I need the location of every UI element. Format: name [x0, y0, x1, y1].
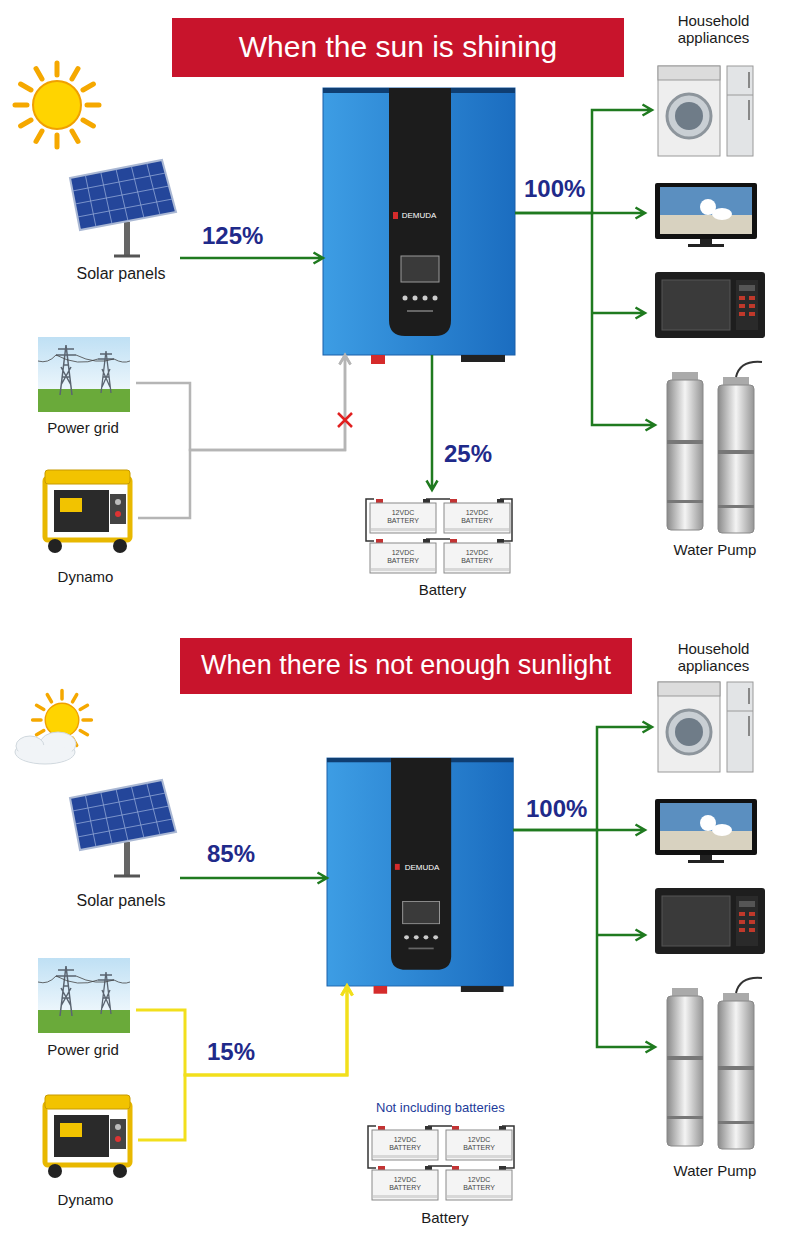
note-text: Not including batteries: [376, 1100, 536, 1116]
battery-cell-label: 12VDC BATTERY: [387, 1176, 423, 1192]
power-grid: Power grid: [30, 955, 136, 1060]
inverter: DEMUDA: [327, 758, 513, 986]
solar-panel-icon: [70, 160, 176, 256]
connector-arrow: [138, 986, 353, 1140]
sun-icon: [15, 63, 99, 147]
title-banner: When the sun is shining: [172, 18, 624, 77]
percent-label: 85%: [205, 840, 257, 868]
battery-bank-label: Battery: [421, 1209, 469, 1226]
sun-cloud-icon: [15, 691, 91, 764]
generator-icon: [45, 1095, 130, 1178]
percent-label: 100%: [522, 175, 587, 203]
inverter-body: [323, 88, 515, 364]
percent-label: 100%: [524, 795, 589, 823]
percent-label: 25%: [442, 440, 494, 468]
connector-arrow: [515, 105, 652, 214]
title-banner: When there is not enough sunlight: [180, 638, 632, 694]
solar-panel: Solar panels: [62, 155, 180, 285]
battery-cell-label: 12VDC BATTERY: [385, 549, 421, 565]
inverter-label: DEMUDA: [386, 863, 458, 872]
water-pump: Water Pump: [655, 370, 775, 560]
household-appliances: Household appliances: [652, 638, 775, 776]
connector-arrow: [180, 253, 323, 264]
connector-arrow: [138, 355, 351, 518]
power-grid-icon: [38, 337, 130, 412]
battery-icon: [368, 1126, 514, 1200]
connector-arrow: [427, 355, 438, 490]
generator: Dynamo: [33, 1090, 138, 1210]
water-pump-label: Water Pump: [674, 541, 757, 558]
blocked-cross: [338, 413, 352, 427]
battery-cell-label: 12VDC BATTERY: [461, 1136, 497, 1152]
generator-label: Dynamo: [58, 1191, 114, 1208]
title-banner-label: When the sun is shining: [239, 30, 558, 65]
household-appliances-label: Household appliances: [658, 12, 770, 47]
battery-cell-label: 12VDC BATTERY: [459, 549, 495, 565]
power-grid-label: Power grid: [47, 419, 119, 436]
power-grid-label: Power grid: [47, 1041, 119, 1058]
battery-bank: Battery: [365, 490, 520, 600]
connector-arrow: [513, 830, 655, 1053]
household-appliances: Household appliances: [652, 10, 775, 158]
battery-bank-label: Battery: [419, 581, 467, 598]
connector-arrow: [513, 722, 652, 831]
battery-cell-label: 12VDC BATTERY: [459, 509, 495, 525]
appliance-icons: [655, 66, 765, 533]
connector-arrow: [136, 986, 353, 1075]
inverter: DEMUDA: [323, 88, 515, 355]
water-pump-label: Water Pump: [674, 1162, 757, 1179]
generator-icon: [45, 470, 130, 553]
percent-label: 125%: [200, 222, 265, 250]
generator-label: Dynamo: [58, 568, 114, 585]
percent-label: 15%: [205, 1038, 257, 1066]
battery-cell-label: 12VDC BATTERY: [385, 509, 421, 525]
solar-panel-label: Solar panels: [77, 892, 166, 910]
branch-arrows: [592, 208, 645, 941]
water-pump: Water Pump: [655, 985, 775, 1181]
inverter-body: [327, 758, 513, 994]
solar-panel-label: Solar panels: [77, 265, 166, 283]
battery-cell-label: 12VDC BATTERY: [387, 1136, 423, 1152]
inverter-label: DEMUDA: [383, 211, 455, 220]
appliance-icons: [655, 682, 765, 1149]
battery-bank: Battery: [365, 1120, 525, 1228]
solar-panel: Solar panels: [62, 778, 180, 912]
power-grid: Power grid: [30, 332, 136, 438]
generator: Dynamo: [33, 465, 138, 587]
power-grid-icon: [38, 958, 130, 1033]
connector-arrow: [515, 213, 655, 431]
connector-arrow: [136, 355, 351, 450]
connector-arrow: [180, 873, 327, 884]
title-banner-label: When there is not enough sunlight: [201, 650, 611, 681]
household-appliances-label: Household appliances: [658, 640, 770, 675]
solar-panel-icon: [70, 780, 176, 876]
battery-cell-label: 12VDC BATTERY: [461, 1176, 497, 1192]
battery-icon: [366, 499, 512, 573]
